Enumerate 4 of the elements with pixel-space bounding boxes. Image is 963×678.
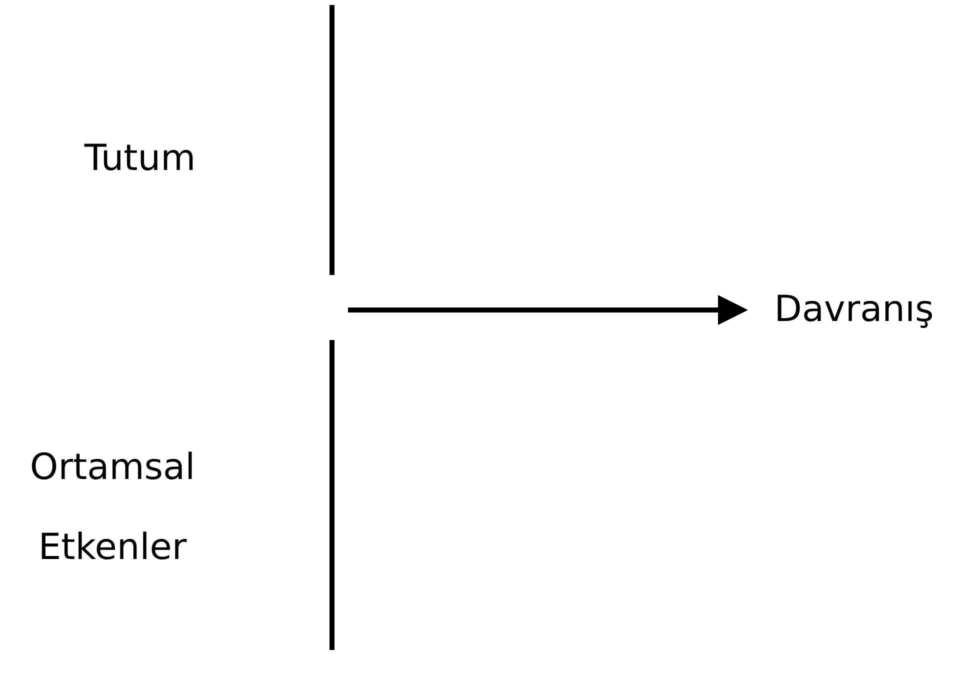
node-label: Ortamsal Etkenler bbox=[10, 428, 215, 588]
node-label: Davranış bbox=[745, 287, 963, 333]
arrow bbox=[348, 295, 748, 325]
node-label: Tutum bbox=[50, 136, 230, 182]
